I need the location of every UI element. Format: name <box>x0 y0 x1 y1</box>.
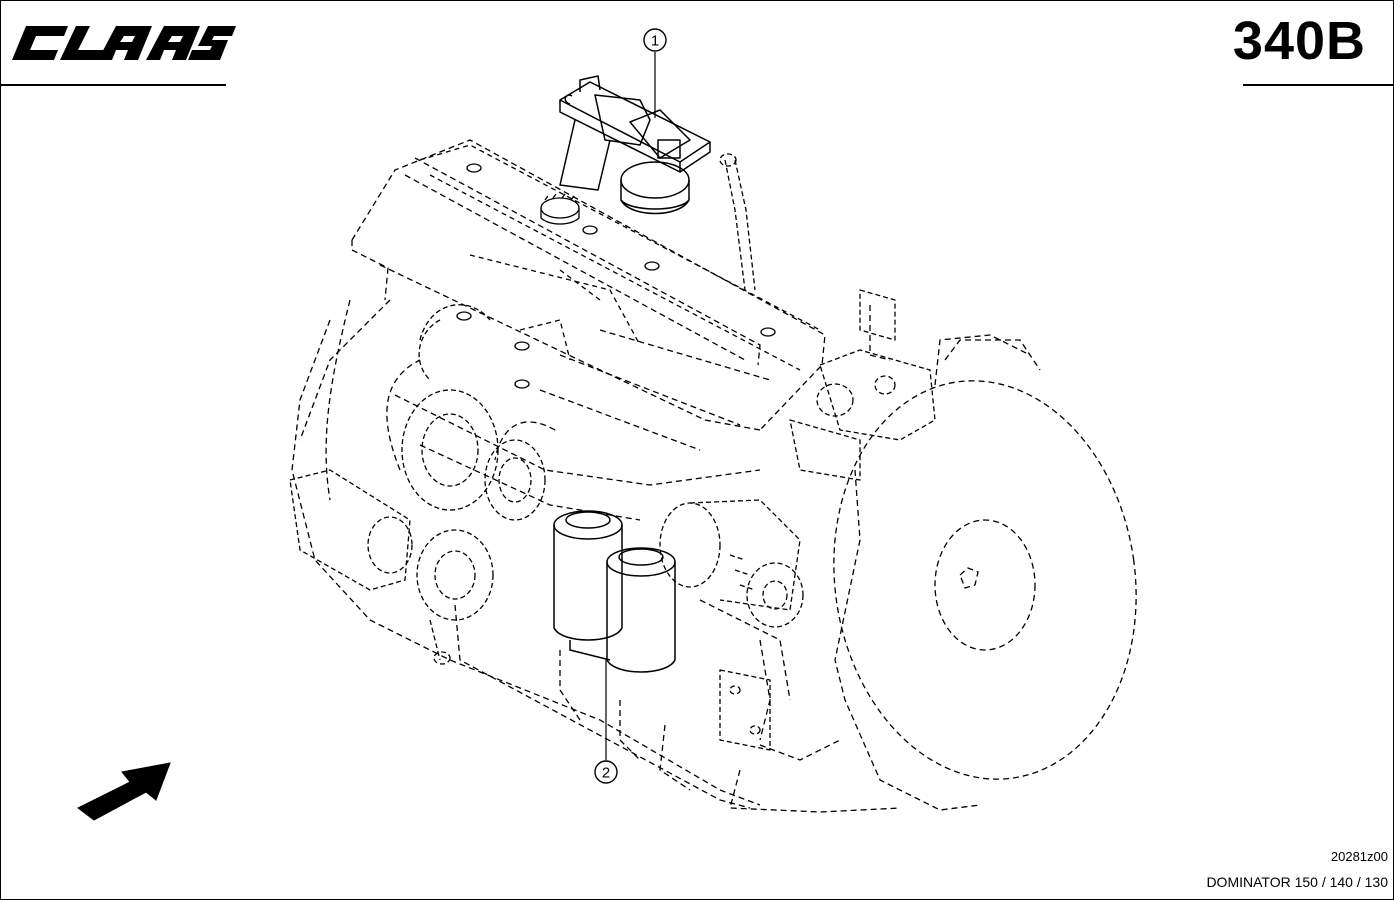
fuel-prefilter-module <box>559 75 711 215</box>
injection-pump <box>789 289 936 481</box>
drawing-number: 20281z00 <box>1330 849 1388 864</box>
fuel-line <box>719 153 756 291</box>
turbocharger <box>401 304 546 521</box>
callout-2-circle <box>594 760 618 784</box>
brand-underline <box>0 84 226 86</box>
engine-block-outline <box>291 139 1031 813</box>
callout-1-circle <box>643 28 667 52</box>
top-bolts <box>456 163 776 389</box>
callout-2-label: 2 <box>602 765 610 782</box>
page-code: 340B <box>1232 11 1366 71</box>
starter-motor <box>289 469 494 665</box>
fuel-filter-pair <box>553 510 676 673</box>
callout-leaders <box>605 52 656 760</box>
alternator <box>659 499 804 628</box>
direction-arrow-icon <box>77 762 171 821</box>
page-code-underline <box>1243 84 1393 86</box>
oil-filler-cap <box>540 193 580 225</box>
claas-logo <box>12 26 236 60</box>
callout-1-label: 1 <box>651 33 659 50</box>
side-plate <box>719 669 771 751</box>
valve-cover <box>419 144 821 371</box>
model-designation: DOMINATOR 150 / 140 / 130 <box>1206 874 1388 890</box>
flywheel-housing <box>833 339 1137 780</box>
